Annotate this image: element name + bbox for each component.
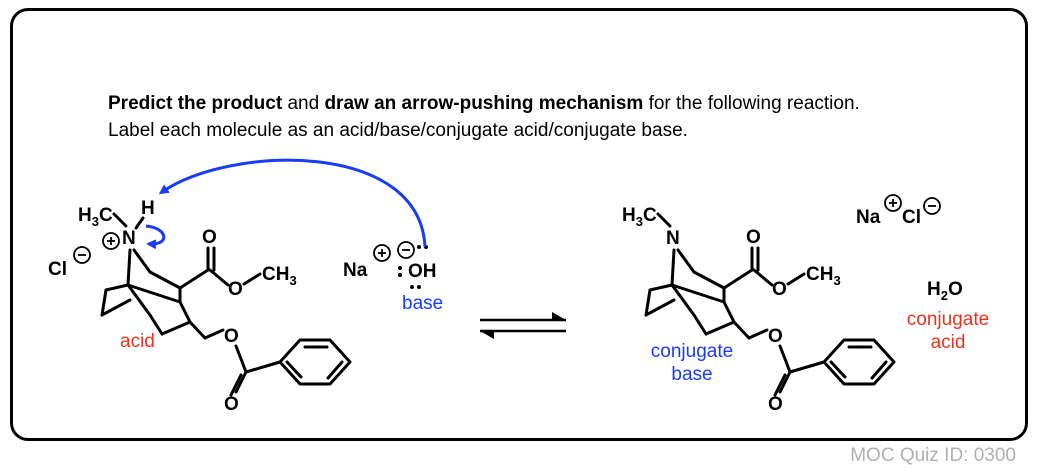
- prompt-bold-mechanism: draw an arrow-pushing mechanism: [324, 93, 644, 114]
- salt-minus-charge-icon: [923, 197, 941, 215]
- reactant-benzoyl-co-1: [234, 370, 248, 394]
- reactant-c-o-bond: [188, 320, 207, 340]
- nitrogen-plus-charge-icon: [102, 232, 120, 250]
- conjugate-base-label-line1: conjugate: [651, 341, 733, 362]
- product-benzoyl-co-1: [778, 370, 792, 394]
- base-hydroxide: OH: [408, 261, 437, 282]
- reactant-tropane-skeleton: [100, 248, 210, 336]
- salt-product: Na Cl: [856, 194, 941, 228]
- reactant-carbonyl-oxygen: O: [202, 227, 217, 248]
- reactant-h3c-label: H3C: [78, 205, 113, 229]
- product-nitrogen: N: [666, 228, 680, 249]
- reactant-nitrogen: N: [122, 228, 136, 249]
- reactant-ether-oxygen: O: [224, 326, 239, 347]
- reactant-o-c-bond: [234, 344, 248, 374]
- product-n-methyl-bond: [656, 212, 672, 228]
- prompt-and: and: [282, 93, 325, 114]
- product-carbonyl-oxygen: O: [746, 227, 761, 248]
- salt-chloride: Cl: [902, 207, 921, 228]
- prompt-line-1: Predict the product and draw an arrow-pu…: [108, 90, 860, 117]
- hydroxide-lone-pairs-icon: [398, 245, 428, 289]
- product-benzoyl-oxygen: O: [768, 394, 783, 415]
- salt-plus-charge-icon: [884, 194, 902, 212]
- conjugate-acid-label-line2: acid: [931, 332, 966, 353]
- hydroxide-minus-charge-icon: [397, 241, 415, 259]
- base-sodium: Na: [343, 260, 368, 281]
- product-ester-oxygen: O: [772, 279, 787, 300]
- reactant-c-o-bond-2: [203, 328, 225, 340]
- quiz-id-label: MOC Quiz ID: 0300: [850, 445, 1016, 466]
- reactant-methoxy-bond: [242, 272, 262, 286]
- reactant-aryl-bond: [244, 360, 282, 374]
- bond-electron-arrow: [145, 224, 166, 250]
- base-molecule: Na OH base: [343, 241, 443, 314]
- prompt-line-2: Label each molecule as an acid/base/conj…: [108, 120, 688, 141]
- product-h3c-label: H3C: [622, 205, 657, 229]
- reactant-benzoyl-oxygen: O: [224, 394, 239, 415]
- product-molecule: H3C N O O CH3 O O: [622, 205, 896, 415]
- product-c-o-bond: [732, 320, 751, 340]
- reactant-n-methyl-bond: [112, 212, 128, 228]
- prompt-line1-end: for the following reaction.: [643, 93, 860, 114]
- water-formula: H2O: [927, 279, 963, 303]
- product-methoxy-bond: [786, 272, 806, 286]
- sodium-plus-charge-icon: [373, 244, 391, 262]
- product-aryl-bond: [788, 360, 826, 374]
- reactant-ester-bond: [208, 268, 230, 287]
- water-product: H2O conjugate acid: [907, 279, 989, 353]
- chloride-minus-charge-icon: [73, 246, 91, 264]
- acid-label: acid: [120, 331, 155, 352]
- conjugate-base-label-line2: base: [671, 364, 712, 385]
- product-ester-bond: [752, 268, 774, 287]
- product-methyl-label: CH3: [806, 264, 841, 288]
- conjugate-acid-label-line1: conjugate: [907, 309, 989, 330]
- product-tropane-skeleton: [644, 248, 754, 336]
- content-frame: [10, 8, 1028, 441]
- reactant-n-h-bond: [134, 216, 145, 230]
- question-prompt: Predict the product and draw an arrow-pu…: [108, 90, 860, 144]
- reactant-benzene-ring: [278, 338, 352, 386]
- equilibrium-arrows-icon: [480, 312, 566, 339]
- product-ether-oxygen: O: [768, 326, 783, 347]
- reactant-molecule: Cl H3C H N: [48, 198, 352, 415]
- prompt-bold-predict: Predict the product: [108, 93, 283, 114]
- product-benzoyl-co-2: [773, 373, 787, 397]
- product-o-c-bond: [778, 344, 792, 374]
- base-label: base: [402, 293, 443, 314]
- deprotonation-arrow: [158, 158, 427, 248]
- reactant-acidic-hydrogen: H: [141, 198, 155, 219]
- reactant-benzoyl-co-2: [229, 373, 243, 397]
- chloride-symbol: Cl: [48, 259, 67, 280]
- reactant-methyl-label: CH3: [262, 264, 297, 288]
- product-benzene-ring: [822, 338, 896, 386]
- product-c-o-bond-2: [747, 328, 769, 340]
- salt-sodium: Na: [856, 207, 881, 228]
- reactant-ester-oxygen: O: [228, 279, 243, 300]
